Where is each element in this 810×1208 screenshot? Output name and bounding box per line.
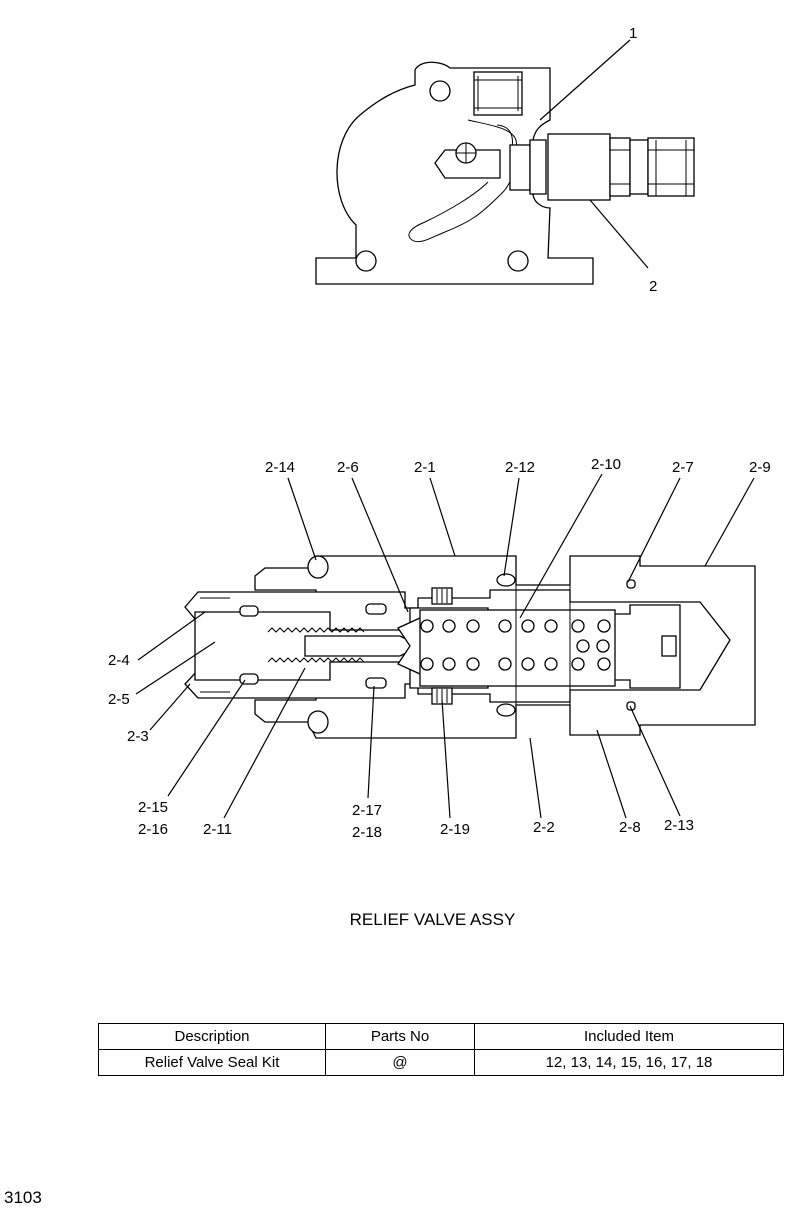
callout-labels: 2-14 2-6 2-1 2-12 2-10 2-7 2-9 2-4 2-5 2… bbox=[108, 456, 771, 841]
callout-2-6: 2-6 bbox=[337, 459, 359, 476]
seal-kit-table: Description Parts No Included Item Relie… bbox=[98, 1023, 784, 1076]
callout-2-9: 2-9 bbox=[749, 459, 771, 476]
callout-2-17: 2-17 bbox=[352, 802, 382, 819]
callout-2-19: 2-19 bbox=[440, 821, 470, 838]
callout-2-1: 2-1 bbox=[414, 459, 436, 476]
drawing-title: RELIEF VALVE ASSY bbox=[349, 910, 516, 929]
callout-2-5: 2-5 bbox=[108, 691, 130, 708]
header-parts-no: Parts No bbox=[325, 1023, 475, 1050]
callout-2-8: 2-8 bbox=[619, 819, 641, 836]
cell-parts-no: @ bbox=[325, 1049, 475, 1076]
header-included-item: Included Item bbox=[474, 1023, 784, 1050]
cell-description: Relief Valve Seal Kit bbox=[98, 1049, 326, 1076]
callout-leaders bbox=[135, 473, 755, 819]
poppet-holes bbox=[420, 619, 611, 671]
label-part-1: 1 bbox=[629, 25, 637, 42]
callout-2-4: 2-4 bbox=[108, 652, 130, 669]
cell-included-item: 12, 13, 14, 15, 16, 17, 18 bbox=[474, 1049, 784, 1076]
callout-2-15: 2-15 bbox=[138, 799, 168, 816]
callout-2-12: 2-12 bbox=[505, 459, 535, 476]
page-number: 3103 bbox=[4, 1188, 42, 1207]
label-part-2: 2 bbox=[649, 278, 657, 295]
callout-2-2: 2-2 bbox=[533, 819, 555, 836]
table-header-row: Description Parts No Included Item bbox=[98, 1023, 784, 1050]
callout-2-16: 2-16 bbox=[138, 821, 168, 838]
callout-2-11: 2-11 bbox=[203, 821, 232, 838]
spring-coils bbox=[267, 587, 453, 705]
callout-2-10: 2-10 bbox=[591, 456, 621, 473]
table-row: Relief Valve Seal Kit @ 12, 13, 14, 15, … bbox=[98, 1049, 784, 1076]
top-view-housing bbox=[315, 61, 695, 285]
header-description: Description bbox=[98, 1023, 326, 1050]
callout-2-13: 2-13 bbox=[664, 817, 694, 834]
relief-valve-section bbox=[184, 555, 756, 739]
callout-2-14: 2-14 bbox=[265, 459, 295, 476]
callout-2-3: 2-3 bbox=[127, 728, 149, 745]
leader-part-1 bbox=[539, 39, 631, 121]
leader-part-2 bbox=[589, 199, 649, 269]
callout-2-18: 2-18 bbox=[352, 824, 382, 841]
callout-2-7: 2-7 bbox=[672, 459, 694, 476]
